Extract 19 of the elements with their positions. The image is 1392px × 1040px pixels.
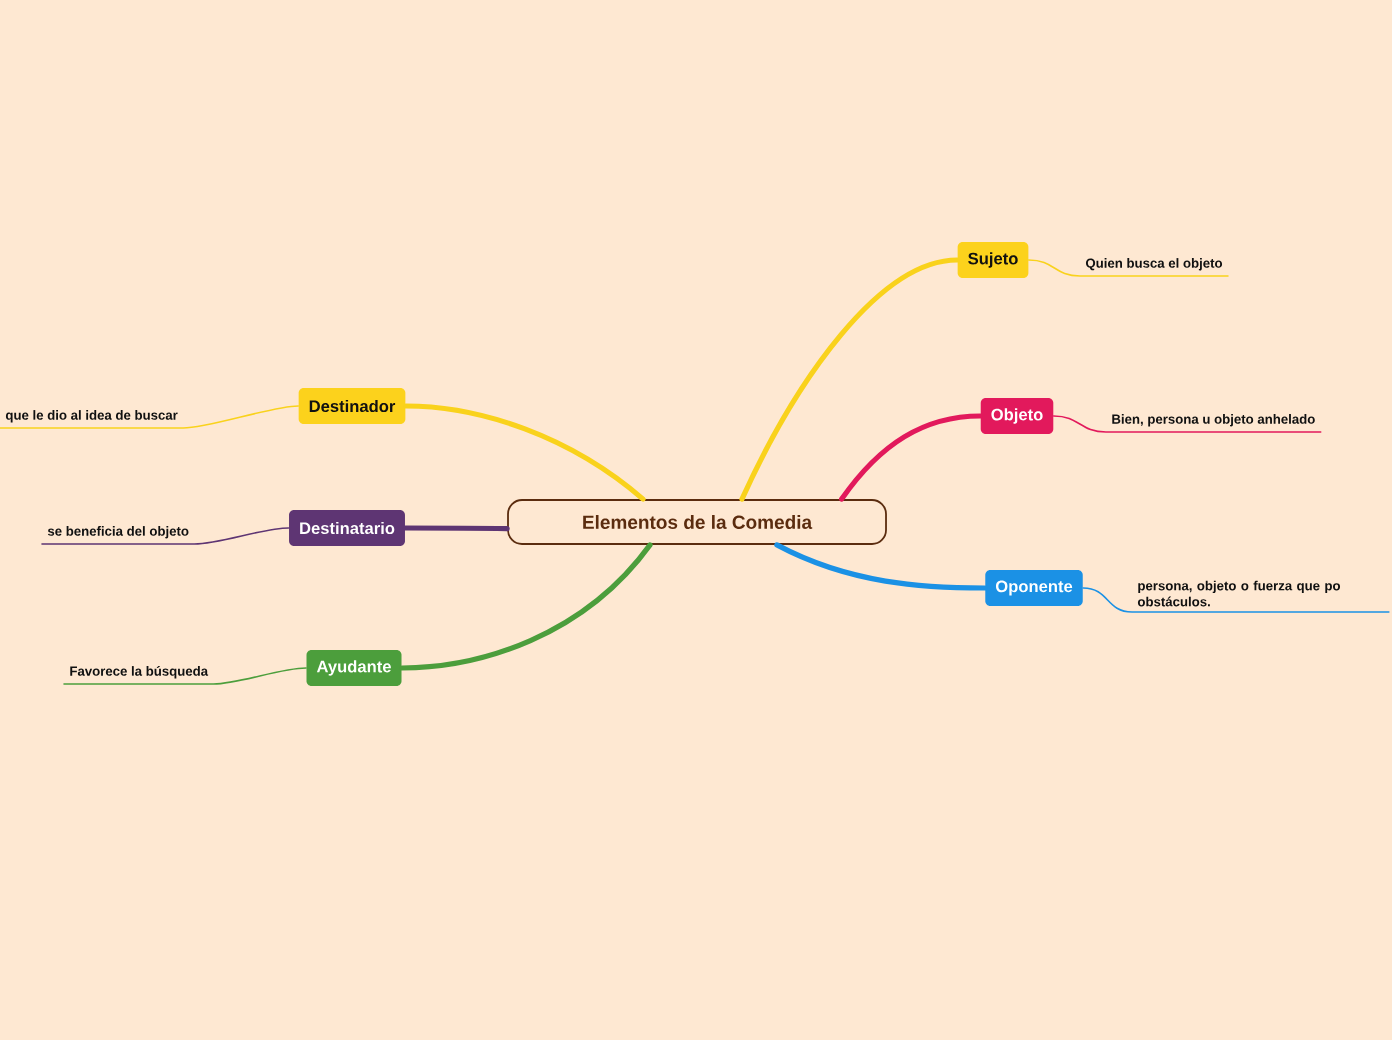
topic-box: Destinatario <box>289 510 405 546</box>
branch-line <box>399 542 653 671</box>
topic-box: Destinador <box>298 388 406 424</box>
branch-line <box>0 405 300 429</box>
branch-line <box>739 257 960 502</box>
branch-line <box>41 527 290 545</box>
topic-box: Objeto <box>980 398 1054 434</box>
branch-line <box>1052 415 1322 433</box>
branch-line <box>403 403 646 502</box>
branch-line <box>839 413 983 502</box>
topic-box: Oponente <box>985 570 1083 606</box>
branch-line <box>1082 587 1390 613</box>
branch-line <box>1027 259 1229 277</box>
branch-line <box>63 667 307 685</box>
branch-line <box>402 525 510 532</box>
central-topic-box: Elementos de la Comedia <box>507 499 887 545</box>
topic-box: Ayudante <box>306 650 402 686</box>
branch-line <box>774 542 988 591</box>
topic-box: Sujeto <box>957 242 1029 278</box>
